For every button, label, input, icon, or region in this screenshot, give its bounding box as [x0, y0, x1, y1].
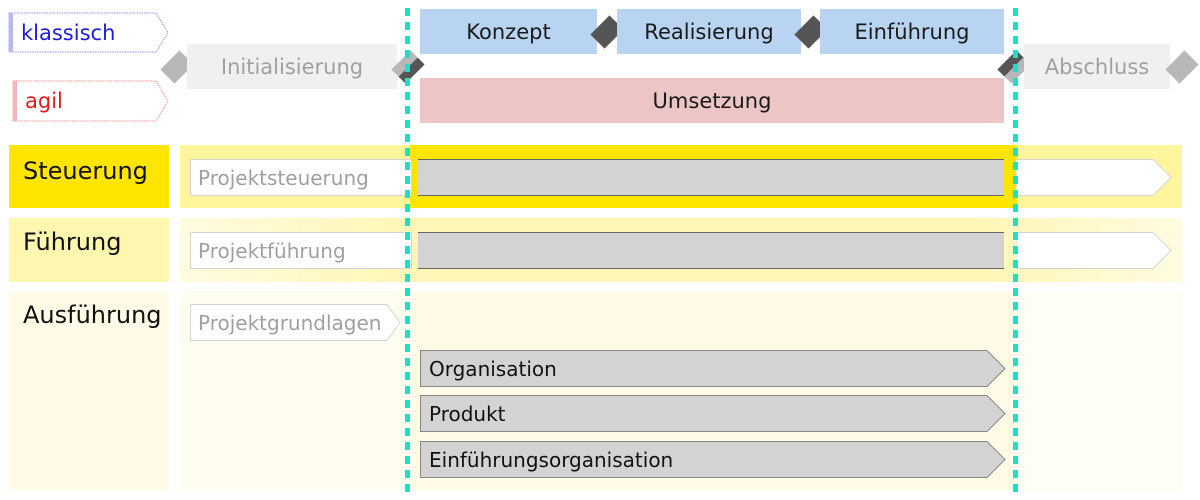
process-management: Projektführung [190, 232, 412, 269]
process-steering-label: Projektsteuerung [198, 165, 369, 190]
phase-concept: Konzept [420, 9, 597, 54]
module-organisation: Organisation [420, 350, 1006, 387]
legend-classic-tag: klassisch [8, 12, 170, 53]
agile-tag-shape [12, 80, 169, 122]
management-continuation-chevron [1015, 232, 1172, 269]
lane-label-execution: Ausführung [9, 291, 169, 490]
steering-continuation-chevron [1015, 159, 1172, 196]
process-foundations: Projektgrundlagen [190, 304, 402, 341]
phase-realization: Realisierung [617, 9, 801, 54]
lane-label-management: Führung [9, 218, 169, 282]
lane-label-steering: Steuerung [9, 145, 169, 208]
management-activity-bar [418, 232, 1004, 269]
lane-bg-execution-right [1017, 291, 1182, 490]
phase-implementation-agile: Umsetzung [420, 78, 1004, 123]
module-introduction-organisation-label: Einführungsorganisation [429, 447, 674, 472]
milestone-line-end [1013, 8, 1018, 492]
steering-activity-bar [418, 159, 1004, 196]
process-steering: Projektsteuerung [190, 159, 412, 196]
phase-introduction: Einführung [820, 9, 1004, 54]
legend-classic-label: klassisch [21, 20, 116, 45]
milestone-end-diamond-icon [1165, 50, 1199, 84]
module-product-label: Produkt [429, 401, 506, 426]
module-introduction-organisation: Einführungsorganisation [420, 441, 1006, 478]
legend-agile-label: agil [25, 89, 63, 113]
module-organisation-label: Organisation [429, 356, 557, 381]
legend-agile-tag: agil [12, 80, 170, 122]
classic-tag-shape [8, 12, 169, 53]
milestone-line-start [405, 8, 410, 492]
phase-closure: Abschluss [1024, 44, 1170, 89]
process-management-label: Projektführung [198, 238, 346, 263]
module-product: Produkt [420, 395, 1006, 432]
process-foundations-label: Projektgrundlagen [198, 310, 382, 335]
phase-initialization: Initialisierung [187, 44, 397, 89]
